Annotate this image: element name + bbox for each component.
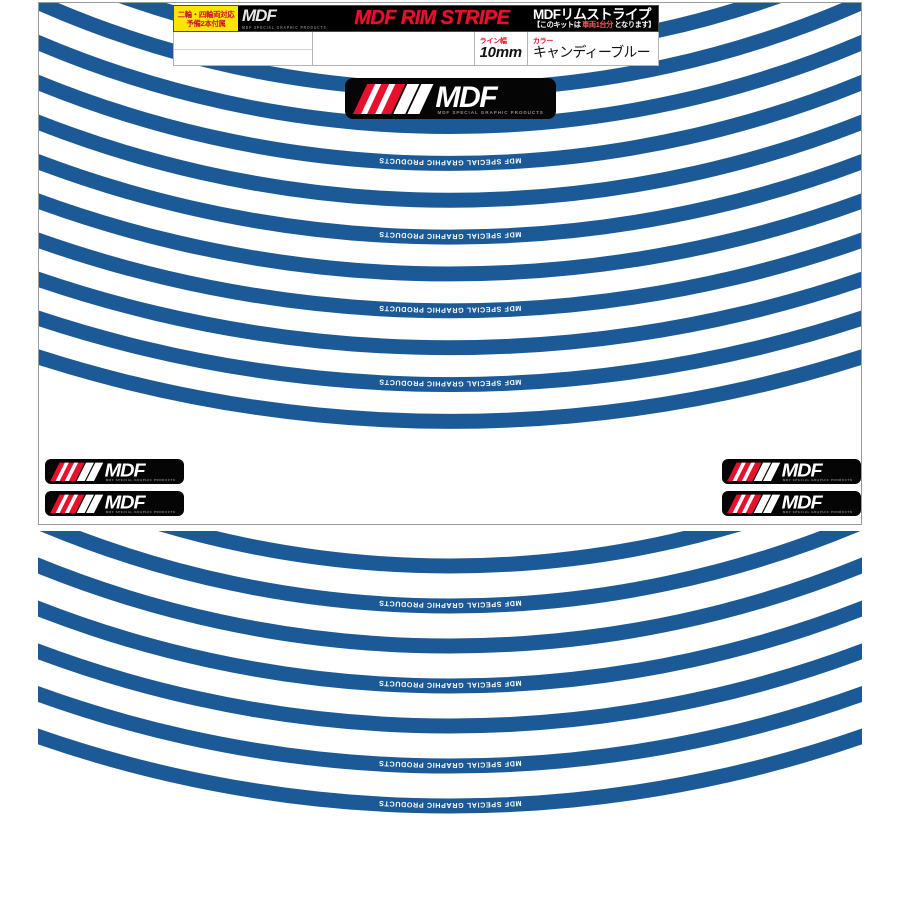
product-title-jp-block: MDFリムストライプ 【このキットは 車両1台分 となります】 [533,6,658,31]
kit-note-post: となります】 [612,20,655,30]
rim-stripe [158,531,742,574]
stripe-label: MDF SPECIAL GRAPHIC PRODUCTS [378,759,522,770]
mdf-red-slashes [353,84,434,114]
product-title-en: MDF RIM STRIPE [354,7,510,29]
color-value: キャンディーブルー [532,44,651,61]
product-title-jp: MDFリムストライプ [533,6,651,22]
mdf-red-slashes [50,462,104,481]
rim-stripe [39,310,861,392]
stripe-label: MDF SPECIAL GRAPHIC PRODUCTS [378,679,522,690]
rim-stripe [39,232,861,319]
mdf-red-slashes [727,494,781,513]
rear-wheel-stripe-panel: MDF SPECIAL GRAPHIC PRODUCTS MDF SPECIAL … [38,531,862,898]
compatibility-tag-line2: 予備2本付属 [186,18,226,28]
rim-stripe [38,685,862,774]
spec-cell-color: カラー キャンディーブルー [528,32,658,65]
kit-note-emphasis: 車両1台分 [582,20,613,30]
spec-title-bar: 二輪・四輪両対応 予備2本付属 MDF MDF SPECIAL GRAPHIC … [173,5,659,32]
stripe-label: MDF SPECIAL GRAPHIC PRODUCTS [379,304,522,314]
line-width-value: 10mm [479,43,522,61]
header-mdf-wordmark: MDF [242,6,277,26]
kit-note-pre: 【このキットは [533,20,583,30]
stripe-label: MDF SPECIAL GRAPHIC PRODUCTS [379,230,522,240]
mdf-wordmark: MDF [105,493,147,513]
compatibility-tag-line1: 二輪・四輪両対応 [177,10,235,20]
mdf-tagline: MDF SPECIAL GRAPHIC PRODUCTS [437,110,543,115]
compatibility-tag: 二輪・四輪両対応 予備2本付属 [174,6,238,31]
rim-stripe [39,271,861,356]
rim-stripe [38,728,862,814]
spec-cell-blank-1 [174,32,313,65]
rim-stripe [39,531,861,614]
rim-stripe [38,600,862,694]
rim-stripe [39,154,861,245]
mdf-tagline: MDF SPECIAL GRAPHIC PRODUCTS [106,510,176,514]
mdf-red-slashes [50,494,104,513]
mdf-wordmark: MDF [782,493,824,513]
front-stripe-artwork: MDF SPECIAL GRAPHIC PRODUCTS MDF SPECIAL … [39,3,861,429]
kit-note: 【このキットは 車両1台分 となります】 [533,21,655,29]
mdf-tagline: MDF SPECIAL GRAPHIC PRODUCTS [783,510,853,514]
spec-cell-line-width: ライン幅 10mm [475,32,528,65]
rim-stripe [38,643,862,734]
product-spec-header: 二輪・四輪両対応 予備2本付属 MDF MDF SPECIAL GRAPHIC … [173,5,659,66]
rim-stripe [39,114,861,208]
color-label: カラー [532,38,554,46]
rim-stripe [39,74,861,171]
header-mdf-tagline: MDF SPECIAL GRAPHIC PRODUCTS [242,24,327,30]
mdf-wordmark: MDF [435,81,499,114]
rear-stripe-artwork: MDF SPECIAL GRAPHIC PRODUCTS MDF SPECIAL … [38,531,862,814]
mdf-tagline: MDF SPECIAL GRAPHIC PRODUCTS [783,478,853,482]
rim-stripe [39,349,861,429]
stripe-label: MDF SPECIAL GRAPHIC PRODUCTS [379,156,522,166]
rim-stripe [39,34,861,134]
spec-cell-blank-2 [313,32,475,65]
rim-stripe [38,557,862,654]
rim-stripe [39,193,861,282]
mdf-red-slashes [727,462,781,481]
stripe-label: MDF SPECIAL GRAPHIC PRODUCTS [379,378,522,388]
spec-table-row: ライン幅 10mm カラー キャンディーブルー [173,32,659,66]
stripe-label: MDF SPECIAL GRAPHIC PRODUCTS [378,599,522,610]
mdf-wordmark: MDF [782,461,824,481]
mdf-wordmark: MDF [105,461,147,481]
line-width-label: ライン幅 [479,37,507,45]
mdf-tagline: MDF SPECIAL GRAPHIC PRODUCTS [106,478,176,482]
stripe-label: MDF SPECIAL GRAPHIC PRODUCTS [378,799,522,810]
header-mdf-logo: MDF MDF SPECIAL GRAPHIC PRODUCTS [238,6,331,31]
